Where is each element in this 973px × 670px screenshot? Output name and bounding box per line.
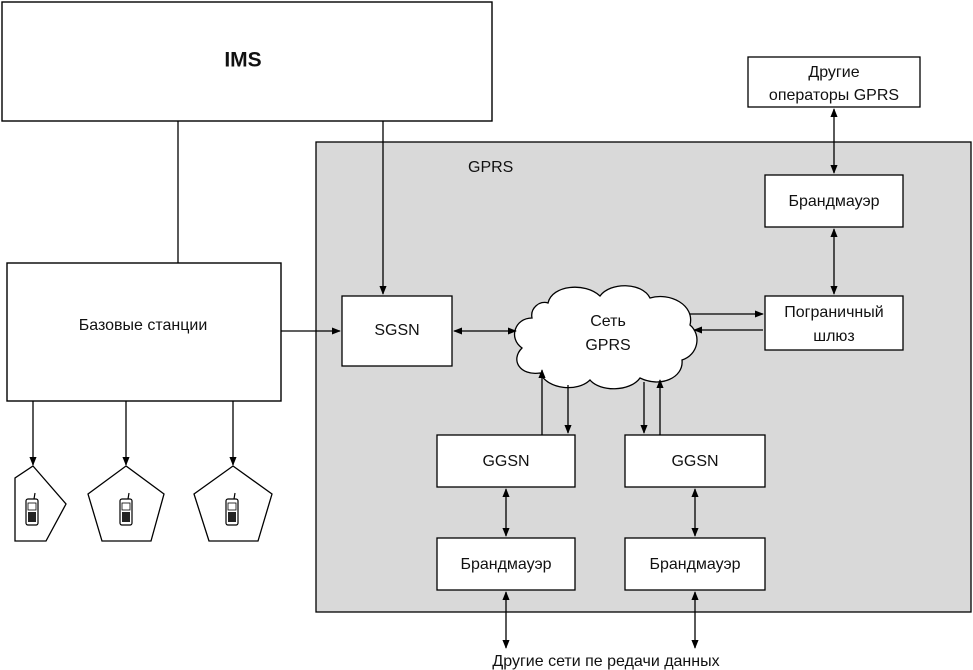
sgsn-label: SGSN <box>374 322 419 339</box>
ggsn-right-node: GGSN <box>624 434 766 488</box>
sgsn-node: SGSN <box>341 295 453 367</box>
firewall-right-label: Брандмауэр <box>649 556 740 573</box>
ggsn-left-node: GGSN <box>436 434 576 488</box>
firewall-top-node: Брандмауэр <box>764 174 904 228</box>
other-operators-label-1: Другие <box>808 64 859 81</box>
ims-label: IMS <box>224 49 261 72</box>
gprs-cloud-label-2: GPRS <box>585 337 630 354</box>
other-operators-label-2: операторы GPRS <box>769 87 899 104</box>
gprs-network-cloud: Сеть GPRS <box>513 285 698 390</box>
firewall-right-node: Брандмауэр <box>624 537 766 591</box>
mobile-terminal-2 <box>87 465 165 542</box>
other-networks-label: Другие сети пе редачи данных <box>492 653 719 670</box>
firewall-top-label: Брандмауэр <box>788 193 879 210</box>
base-stations-label: Базовые станции <box>79 317 208 334</box>
ggsn-right-label: GGSN <box>671 453 718 470</box>
border-gateway-label-1: Пограничный <box>784 304 883 321</box>
gprs-region-label: GPRS <box>468 159 513 176</box>
ims-node: IMS <box>1 1 493 122</box>
mobile-terminal-1 <box>14 465 67 542</box>
gprs-cloud-label-1: Сеть <box>590 313 626 330</box>
firewall-left-label: Брандмауэр <box>460 556 551 573</box>
ggsn-left-label: GGSN <box>482 453 529 470</box>
base-stations-node: Базовые станции <box>6 262 282 402</box>
firewall-left-node: Брандмауэр <box>436 537 576 591</box>
border-gateway-node: Пограничный шлюз <box>764 295 904 351</box>
border-gateway-label-2: шлюз <box>813 328 855 345</box>
other-operators-node: Другие операторы GPRS <box>747 56 921 108</box>
mobile-terminal-3 <box>193 465 273 542</box>
